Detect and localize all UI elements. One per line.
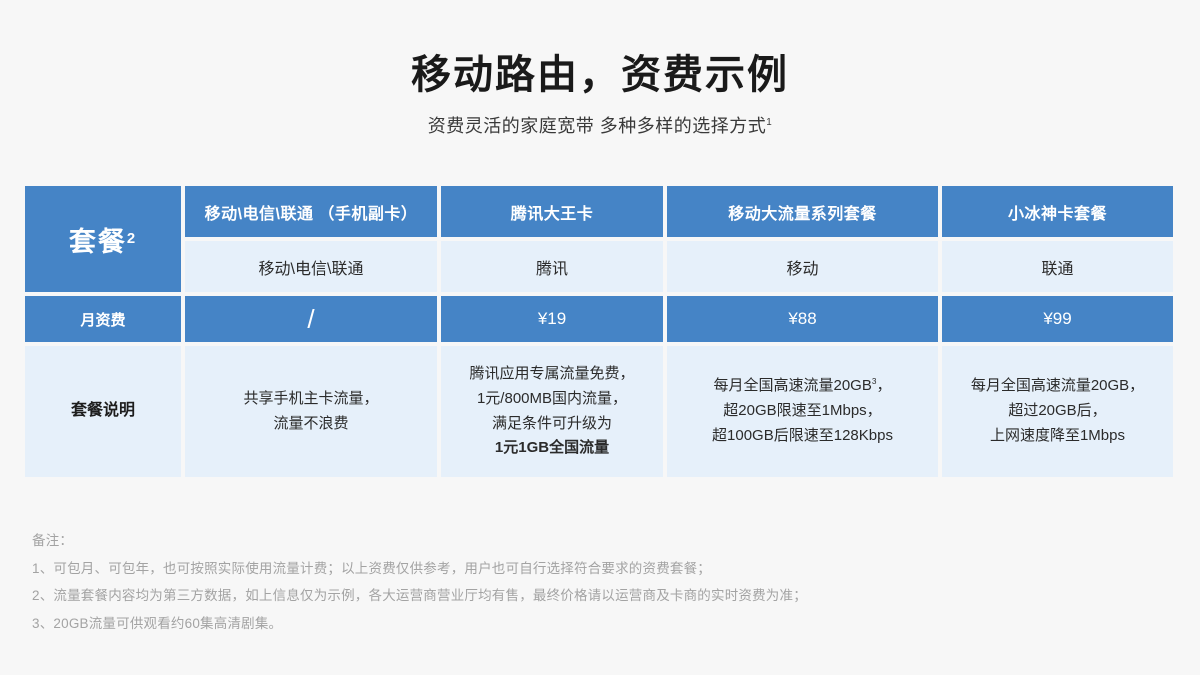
plan-fee-2: ¥19 <box>441 296 663 342</box>
page-title: 移动路由，资费示例 <box>411 53 789 97</box>
plan-description-3: 每月全国高速流量20GB3， 超20GB限速至1Mbps， 超100GB后限速至… <box>667 346 938 477</box>
page-subtitle-footnote-marker: 1 <box>766 117 773 128</box>
plan-name-2: 腾讯大王卡 <box>441 186 663 237</box>
plan-description-4-line-3: 上网速度降至1Mbps <box>989 426 1125 444</box>
plan-column-4: 小冰神卡套餐 联通 ¥99 每月全国高速流量20GB， 超过20GB后， 上网速… <box>942 186 1173 477</box>
plan-column-1: 移动\电信\联通 （手机副卡） 移动\电信\联通 / 共享手机主卡流量， 流量不… <box>185 186 437 477</box>
plan-header-label: 套餐 <box>68 226 127 257</box>
plan-carrier-1: 移动\电信\联通 <box>185 241 437 292</box>
plan-description-3-line-1-suffix: ， <box>876 377 892 395</box>
footnotes: 备注： 1、可包月、可包年，也可按照实际使用流量计费；以上资费仅供参考，用户也可… <box>32 527 807 637</box>
plan-description-3-line-3: 超100GB后限速至128Kbps <box>712 426 893 444</box>
plan-carrier-3: 移动 <box>667 241 938 292</box>
plan-fee-4: ¥99 <box>942 296 1173 342</box>
plan-description-3-line-1: 每月全国高速流量20GB3， <box>712 374 893 399</box>
plan-description-2-line-2: 1元/800MB国内流量， <box>476 389 628 407</box>
plan-name-4: 小冰神卡套餐 <box>942 186 1173 237</box>
footnote-item-1: 1、可包月、可包年，也可按照实际使用流量计费；以上资费仅供参考，用户也可自行选择… <box>32 560 712 576</box>
plan-description-2-line-3: 满足条件可升级为 <box>491 414 612 432</box>
description-row-label: 套餐说明 <box>25 346 181 477</box>
footnote-item-2: 2、流量套餐内容均为第三方数据，如上信息仅为示例，各大运营商营业厅均有售，最终价… <box>32 588 807 604</box>
footnote-item-3: 3、20GB流量可供观看约60集高清剧集。 <box>32 615 283 631</box>
plan-description-1: 共享手机主卡流量， 流量不浪费 <box>185 346 437 477</box>
plan-description-4-line-2: 超过20GB后， <box>1008 402 1107 420</box>
plan-description-3-line-2: 超20GB限速至1Mbps， <box>723 402 882 420</box>
plan-description-3-footnote-marker: 3 <box>871 377 877 387</box>
monthly-fee-row-label: 月资费 <box>25 296 181 342</box>
plan-description-1-line-2: 流量不浪费 <box>273 414 349 432</box>
plan-name-3: 移动大流量系列套餐 <box>667 186 938 237</box>
page-header: 移动路由，资费示例 资费灵活的家庭宽带 多种多样的选择方式1 <box>0 52 1200 138</box>
plan-description-2-line-1: 腾讯应用专属流量免费， <box>469 365 635 382</box>
plan-fee-3: ¥88 <box>667 296 938 342</box>
plan-description-4-line-1: 每月全国高速流量20GB， <box>970 377 1145 395</box>
plan-carrier-2: 腾讯 <box>441 241 663 292</box>
plan-description-3-line-1-text: 每月全国高速流量20GB <box>713 377 872 395</box>
plan-description-2: 腾讯应用专属流量免费， 1元/800MB国内流量， 满足条件可升级为 1元1GB… <box>441 346 663 477</box>
plan-fee-1: / <box>185 296 437 342</box>
plan-description-2-line-4: 1元1GB全国流量 <box>494 439 610 457</box>
page-subtitle-text: 资费灵活的家庭宽带 多种多样的选择方式 <box>427 116 767 136</box>
footnotes-heading: 备注： <box>32 533 74 548</box>
plan-name-1: 移动\电信\联通 （手机副卡） <box>185 186 437 237</box>
plan-column-2: 腾讯大王卡 腾讯 ¥19 腾讯应用专属流量免费， 1元/800MB国内流量， 满… <box>441 186 663 477</box>
plan-description-4: 每月全国高速流量20GB， 超过20GB后， 上网速度降至1Mbps <box>942 346 1173 477</box>
plan-description-1-line-1: 共享手机主卡流量， <box>243 389 379 407</box>
page-subtitle: 资费灵活的家庭宽带 多种多样的选择方式1 <box>0 112 1200 138</box>
plan-column-3: 移动大流量系列套餐 移动 ¥88 每月全国高速流量20GB3， 超20GB限速至… <box>667 186 938 477</box>
plan-carrier-4: 联通 <box>942 241 1173 292</box>
